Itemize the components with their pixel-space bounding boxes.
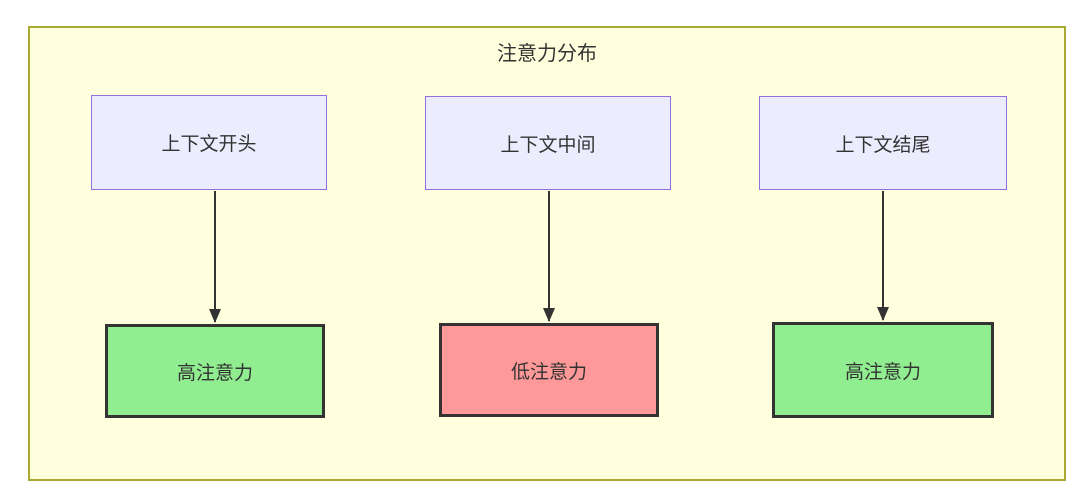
- node-context-start-label: 上下文开头: [161, 134, 257, 155]
- node-low-attention-middle: 低注意力: [439, 323, 659, 417]
- diagram-title: 注意力分布: [497, 43, 597, 65]
- node-high-attention-left-label: 高注意力: [176, 362, 253, 384]
- node-context-start: 上下文开头: [91, 95, 327, 190]
- node-high-attention-right-label: 高注意力: [844, 361, 921, 383]
- attention-distribution-cluster: 注意力分布 上下文开头 上下文中间 上下文结尾 高注意力 低注意力: [28, 26, 1066, 481]
- node-high-attention-left: 高注意力: [105, 324, 325, 418]
- node-context-end: 上下文结尾: [759, 96, 1007, 190]
- node-context-middle: 上下文中间: [425, 96, 671, 190]
- node-context-end-label: 上下文结尾: [835, 134, 931, 156]
- node-high-attention-right: 高注意力: [772, 322, 994, 418]
- node-context-middle-label: 上下文中间: [500, 134, 596, 156]
- node-low-attention-middle-label: 低注意力: [510, 361, 587, 383]
